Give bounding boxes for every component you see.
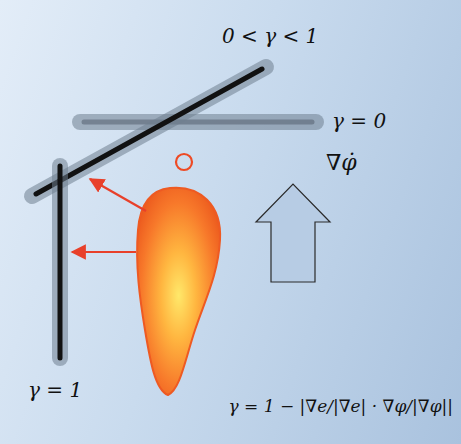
horizontal-wall [80, 122, 316, 123]
ember-circle [176, 154, 192, 170]
vertical-wall [60, 166, 61, 358]
math-label: ∇φ̇ [326, 150, 357, 176]
flux-arrow [72, 251, 136, 253]
fire-plume [137, 188, 220, 395]
flux-arrow [90, 179, 146, 211]
math-label: γ = 0 [332, 109, 386, 133]
gradient-arrow [256, 184, 330, 282]
math-label: 0 < γ < 1 [222, 24, 318, 48]
math-label: γ = 1 [28, 378, 82, 402]
formula-label: γ = 1 − |∇e/|∇e| · ∇φ/|∇φ|| [228, 396, 453, 416]
